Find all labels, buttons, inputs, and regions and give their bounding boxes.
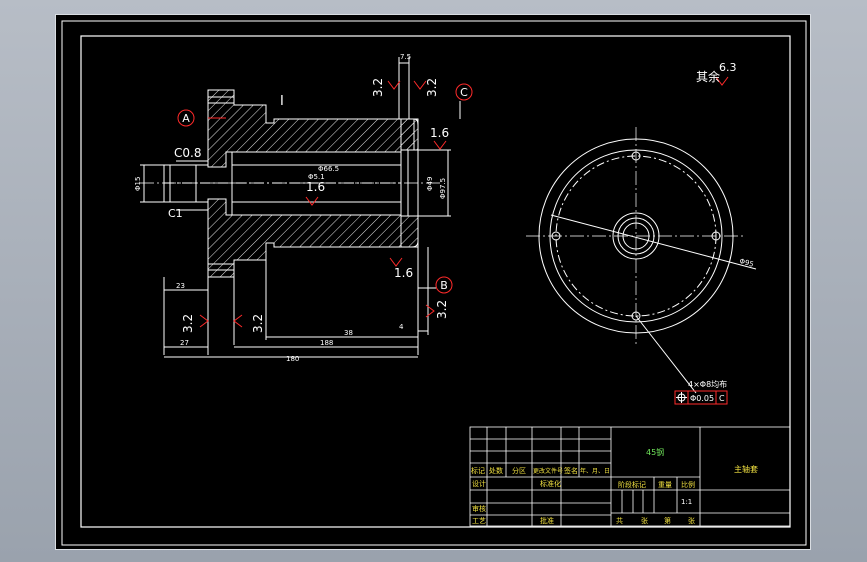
roughness-marks [199, 76, 729, 328]
datum-a-circle [177, 109, 195, 127]
sheet-total-unit: 张 [641, 516, 648, 525]
cad-drawing-canvas[interactable]: 7.5 Φ66.5 Φ5.1 Φ15 Φ49 Φ97.5 23 27 4 38 … [55, 14, 811, 550]
stage-mark-label: 阶段标记 [618, 480, 646, 489]
datum-c-label: C [460, 86, 468, 99]
standardize-label: 标准化 [540, 479, 561, 488]
dim-38: 38 [344, 329, 353, 337]
weight-label: 重量 [658, 481, 672, 489]
dim-flange-dia: Φ97.5 [439, 178, 447, 199]
material: 45钢 [646, 447, 664, 457]
roughness-flange: 1.6 [430, 126, 449, 140]
surface-note-value: 6.3 [719, 61, 737, 74]
inner-frame [80, 35, 791, 528]
review-label: 审核 [472, 504, 486, 513]
roughness-bottom-a: 3.2 [181, 314, 195, 333]
dim-4: 4 [399, 323, 404, 331]
side-view[interactable] [526, 127, 757, 394]
design-label: 设计 [472, 479, 486, 488]
datum-b-label: B [440, 279, 448, 292]
hdr-date: 年、月、日 [580, 467, 610, 475]
roughness-bore: 1.6 [306, 180, 325, 194]
title-block [469, 426, 791, 527]
dim-188: 188 [320, 339, 333, 347]
chamfer-small: C1 [168, 207, 183, 220]
scale-label: 比例 [681, 480, 695, 489]
hdr-mark: 标记 [471, 466, 485, 475]
surface-note-label: 其余 [696, 69, 720, 84]
datum-c-circle [455, 83, 473, 101]
title-block-text: 45钢 主轴套 标记 处数 分区 更改文件号 签名 年、月、日 设计 标准化 审… [471, 447, 758, 525]
hdr-change-doc: 更改文件号 [533, 467, 563, 475]
roughness-top-left: 3.2 [371, 78, 385, 97]
drawing-sheet: 7.5 Φ66.5 Φ5.1 Φ15 Φ49 Φ97.5 23 27 4 38 … [61, 20, 807, 546]
outer-frame [61, 20, 807, 546]
datum-b-circle [435, 276, 453, 294]
approve-label: 批准 [540, 516, 554, 525]
dim-pcd: Φ95 [738, 257, 754, 268]
roughness-bottom-right: 3.2 [435, 300, 449, 319]
dim-23: 23 [176, 282, 185, 290]
process-label: 工艺 [472, 517, 486, 525]
sheet-no: 第 [664, 516, 671, 525]
part-name: 主轴套 [734, 464, 758, 474]
dim-bore-dia: Φ66.5 [318, 165, 339, 173]
sheet-no-unit: 张 [688, 516, 695, 525]
side-view-notes: Φ95 4×Φ8均布 [688, 257, 754, 389]
detail-mark: I [280, 94, 284, 109]
hole-note: 4×Φ8均布 [688, 379, 727, 389]
dim-left-dia: Φ15 [134, 177, 142, 191]
dim-inner-dia: Φ5.1 [308, 173, 325, 181]
hdr-sign: 签名 [564, 466, 578, 475]
roughness-top-right: 3.2 [425, 78, 439, 97]
roughness-values: 3.2 3.2 1.6 1.6 1.6 3.2 3.2 3.2 [181, 78, 449, 333]
position-tolerance-frame: Φ0.05 C [674, 390, 728, 405]
hdr-zone: 分区 [512, 466, 526, 475]
front-view-annotations: 7.5 Φ66.5 Φ5.1 Φ15 Φ49 Φ97.5 23 27 4 38 … [134, 53, 447, 363]
sheet-total: 共 [616, 516, 623, 525]
datum-markers [177, 83, 473, 294]
front-section-view[interactable] [140, 57, 461, 358]
roughness-face-bottom: 1.6 [394, 266, 413, 280]
scale-value: 1:1 [681, 498, 692, 506]
chamfer-main: C0.8 [174, 146, 201, 160]
tolerance-datum: C [719, 394, 725, 403]
dim-180: 180 [286, 355, 299, 363]
dim-27: 27 [180, 339, 189, 347]
dim-top-width: 7.5 [400, 53, 411, 61]
dim-right-dia: Φ49 [426, 177, 434, 191]
surface-roughness-note: 其余 6.3 [696, 61, 737, 84]
roughness-bottom-b: 3.2 [251, 314, 265, 333]
tolerance-value: Φ0.05 [690, 394, 714, 403]
datum-a-label: A [182, 112, 190, 125]
hdr-count: 处数 [489, 466, 503, 475]
